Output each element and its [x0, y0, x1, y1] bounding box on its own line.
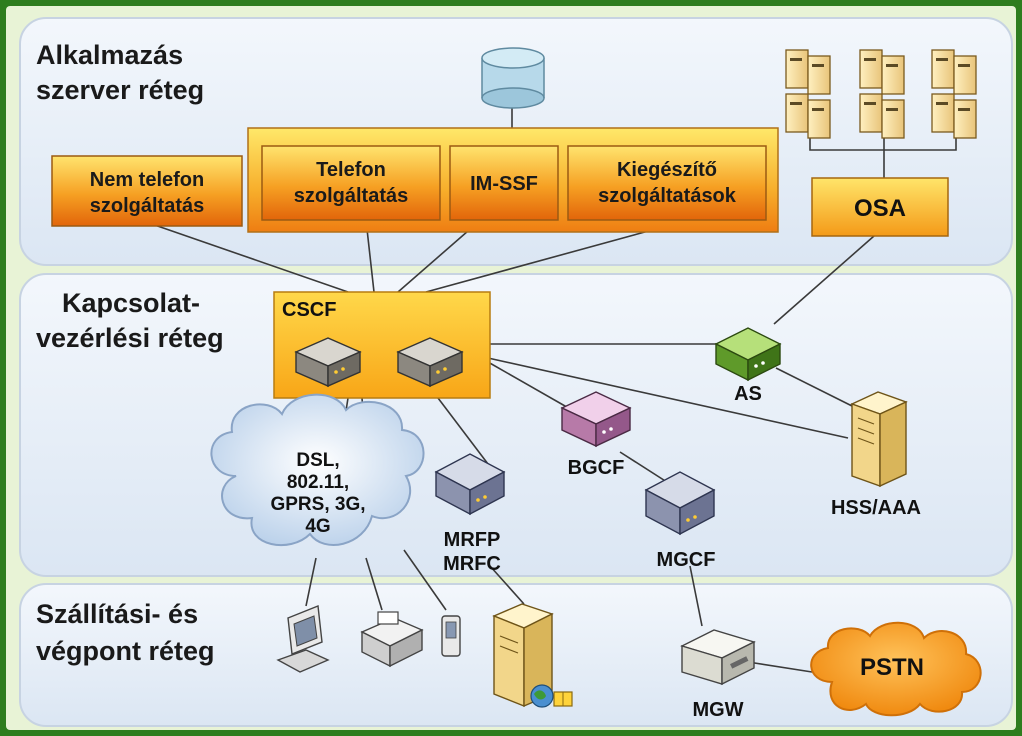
mgw-label: MGW	[692, 699, 743, 721]
bgcf-router-icon	[560, 391, 632, 448]
non-telephony-label-2: szolgáltatás	[90, 195, 204, 217]
telephony-service-box	[261, 145, 441, 221]
non-telephony-service-box	[51, 155, 243, 227]
transport-layer-title-2: végpont réteg	[36, 636, 215, 666]
access-cloud-label-2: 802.11,	[287, 472, 349, 493]
supplementary-label-1: Kiegészítő	[617, 159, 717, 181]
control-layer-title-1: Kapcsolat-	[62, 288, 200, 318]
phone-icon	[441, 615, 461, 657]
supplementary-label-2: szolgáltatások	[598, 185, 737, 207]
server-rack-icon	[785, 49, 977, 139]
pstn-label: PSTN	[860, 654, 924, 681]
diagram-frame: Alkalmazás szerver réteg Kapcsolat- vezé…	[6, 6, 1016, 730]
osa-label: OSA	[854, 195, 906, 222]
mrfc-label: MRFC	[443, 553, 501, 575]
pstn-cloud-icon	[810, 621, 982, 717]
database-icon	[481, 47, 545, 109]
supplementary-service-box	[567, 145, 767, 221]
cscf-box	[273, 291, 491, 399]
mgw-icon	[680, 629, 756, 686]
cscf-router-icon-2	[396, 337, 464, 388]
cscf-router-icon-1	[294, 337, 362, 388]
im-ssf-box	[449, 145, 559, 221]
bgcf-label: BGCF	[568, 457, 625, 479]
osa-box	[811, 177, 949, 237]
access-cloud-label-4: 4G	[305, 516, 330, 537]
telephony-label-2: szolgáltatás	[294, 185, 408, 207]
im-ssf-label: IM-SSF	[470, 173, 538, 195]
application-layer-title-2: szerver réteg	[36, 75, 204, 105]
application-layer-title-1: Alkalmazás	[36, 40, 183, 70]
transport-layer-title-1: Szállítási- és	[36, 599, 198, 629]
as-router-icon	[714, 327, 782, 382]
computer-icon	[276, 605, 330, 673]
mgcf-router-icon	[644, 471, 716, 536]
telephony-label-1: Telefon	[316, 159, 386, 181]
access-cloud-icon	[210, 393, 425, 547]
mrfp-label: MRFP	[444, 529, 501, 551]
as-label: AS	[734, 383, 762, 405]
web-server-icon	[492, 603, 573, 708]
mgcf-label: MGCF	[657, 549, 716, 571]
access-cloud-label-3: GPRS, 3G,	[270, 494, 365, 515]
hss-label: HSS/AAA	[831, 497, 921, 519]
hss-server-icon	[850, 391, 908, 488]
cscf-label: CSCF	[282, 299, 336, 321]
ims-architecture-diagram: Alkalmazás szerver réteg Kapcsolat- vezé…	[19, 17, 1013, 727]
access-cloud-label-1: DSL,	[296, 450, 339, 471]
mrf-router-icon	[434, 453, 506, 516]
non-telephony-label-1: Nem telefon	[90, 169, 204, 191]
fax-icon	[360, 611, 424, 668]
control-layer-title-2: vezérlési réteg	[36, 323, 224, 353]
